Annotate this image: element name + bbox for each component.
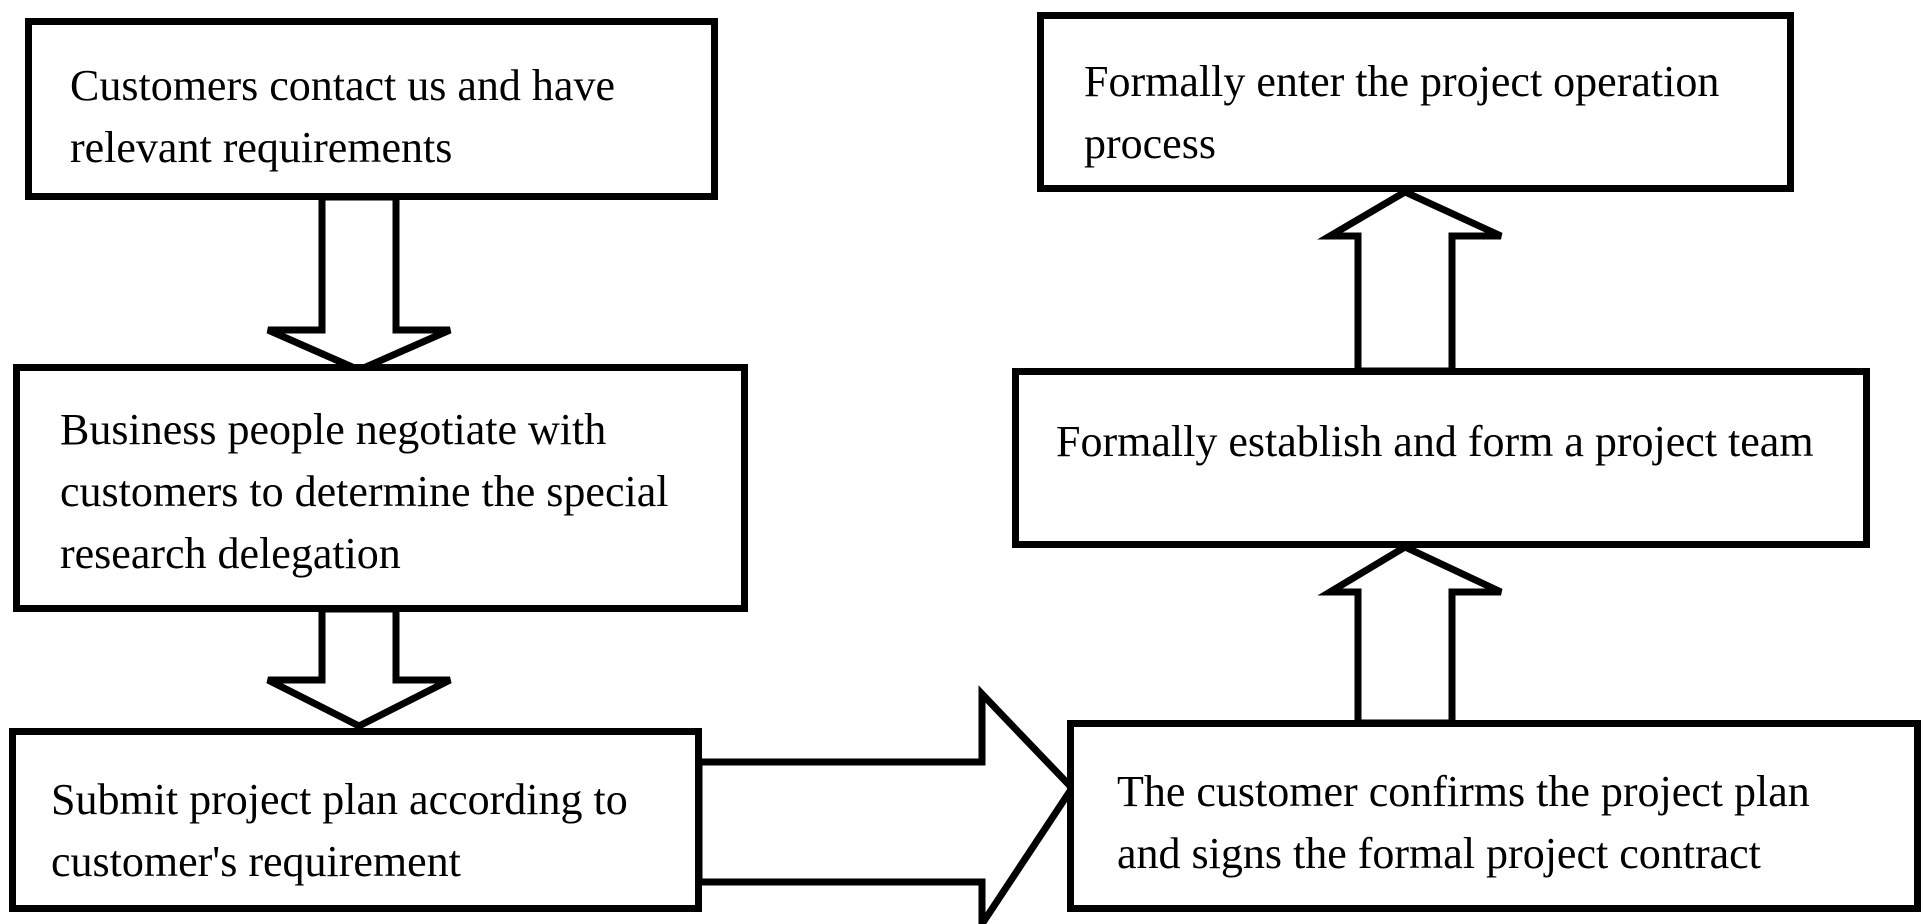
node-text-line: and signs the formal project contract	[1117, 829, 1761, 878]
node-text-line: Submit project plan according to	[51, 775, 628, 824]
node-text-line: relevant requirements	[70, 123, 453, 172]
node-establish-team: Formally establish and form a project te…	[1012, 368, 1870, 548]
node-submit-plan: Submit project plan according to custome…	[9, 728, 702, 912]
arrow-confirm-to-team	[1317, 543, 1503, 727]
node-text-line: Business people negotiate with	[60, 405, 607, 454]
node-text-line: process	[1084, 119, 1216, 168]
arrow-team-to-operation	[1317, 188, 1503, 375]
node-text-line: customers to determine the special	[60, 467, 669, 516]
node-text-line: Formally enter the project operation	[1084, 57, 1720, 106]
node-text-line: Formally establish and form a project te…	[1056, 417, 1814, 466]
node-customer-confirms: The customer confirms the project plan a…	[1067, 720, 1921, 912]
node-text-line: The customer confirms the project plan	[1117, 767, 1810, 816]
arrow-negotiate-to-submit	[266, 605, 452, 730]
node-text-line: customer's requirement	[51, 837, 461, 886]
node-text-line: research delegation	[60, 529, 401, 578]
arrow-contact-to-negotiate	[266, 193, 452, 374]
node-text-line: Customers contact us and have	[70, 61, 615, 110]
node-business-negotiate: Business people negotiate with customers…	[13, 364, 748, 612]
node-customers-contact: Customers contact us and have relevant r…	[25, 18, 718, 200]
arrow-submit-to-confirm	[695, 685, 1077, 924]
node-enter-operation: Formally enter the project operation pro…	[1037, 12, 1794, 192]
